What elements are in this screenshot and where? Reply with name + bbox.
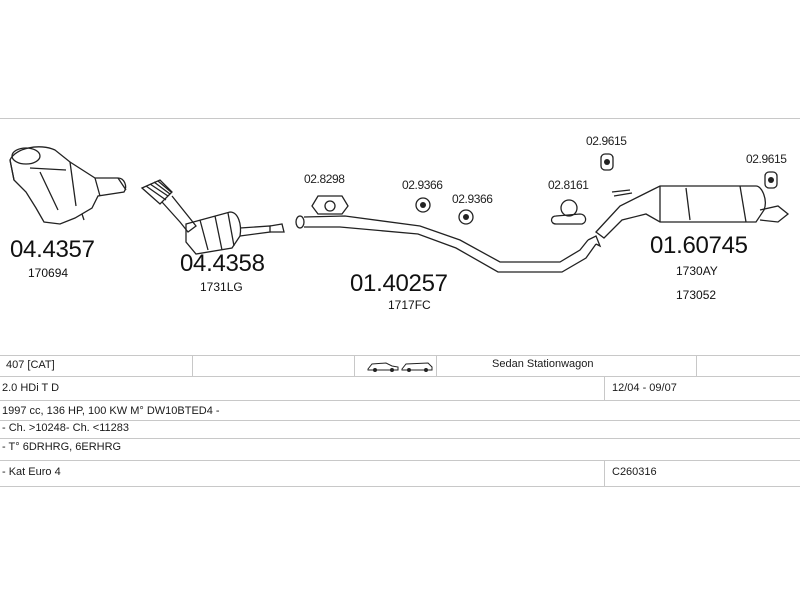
table-line-1 [0, 355, 800, 356]
clamp-drawings [311, 153, 778, 225]
table-vline-1 [192, 355, 193, 376]
part-dpf-drawing [140, 179, 285, 255]
table-line-2 [0, 376, 800, 377]
part-2-code[interactable]: 04.4358 [180, 250, 265, 277]
body-icons-cell [366, 358, 436, 377]
table-vline-4 [604, 376, 605, 400]
clamp-code-4[interactable]: 02.8161 [548, 178, 589, 192]
type-codes-cell: - T° 6DRHRG, 6ERHRG [2, 441, 122, 453]
part-3-code[interactable]: 01.40257 [350, 270, 448, 297]
part-precat-drawing [9, 146, 127, 225]
clamp-code-5[interactable]: 02.9615 [586, 134, 627, 148]
part-4-code[interactable]: 01.60745 [650, 232, 748, 259]
table-line-4 [0, 420, 800, 421]
part-4-ref: 1730AY [676, 264, 718, 278]
specs-cell: 1997 cc, 136 HP, 100 KW M° DW10BTED4 - [2, 405, 220, 417]
emission-cell: - Kat Euro 4 [2, 466, 61, 478]
table-line-6 [0, 460, 800, 461]
clamp-code-2[interactable]: 02.9366 [402, 178, 443, 192]
clamp-code-3[interactable]: 02.9366 [452, 192, 493, 206]
chassis-cell: - Ch. >10248- Ch. <11283 [2, 422, 129, 434]
table-line-7 [0, 486, 800, 487]
table-vline-5 [604, 460, 605, 486]
part-rear-muffler-drawing [595, 185, 790, 239]
part-4-ref-2: 173052 [676, 288, 717, 302]
engine-cell: 2.0 HDi T D [2, 382, 60, 394]
clamp-code-1[interactable]: 02.8298 [304, 172, 345, 186]
top-divider [0, 118, 800, 119]
table-vline-2 [354, 355, 355, 376]
model-cell: 407 [CAT] [6, 359, 55, 371]
table-line-5 [0, 438, 800, 439]
body-types-cell: Sedan Stationwagon [492, 358, 594, 370]
table-vline-3 [436, 355, 437, 376]
stationwagon-car-icon [401, 362, 433, 372]
table-vline-6 [696, 355, 697, 376]
sedan-car-icon [367, 362, 399, 372]
period-cell: 12/04 - 09/07 [612, 382, 677, 394]
part-3-ref: 1717FC [388, 298, 431, 312]
part-mid-pipe-drawing [295, 215, 602, 273]
part-2-ref: 1731LG [200, 280, 243, 294]
table-line-3 [0, 400, 800, 401]
part-1-code[interactable]: 04.4357 [10, 236, 95, 263]
catalog-code-cell: C260316 [612, 466, 657, 478]
clamp-code-6[interactable]: 02.9615 [746, 152, 787, 166]
part-1-ref: 170694 [28, 266, 69, 280]
